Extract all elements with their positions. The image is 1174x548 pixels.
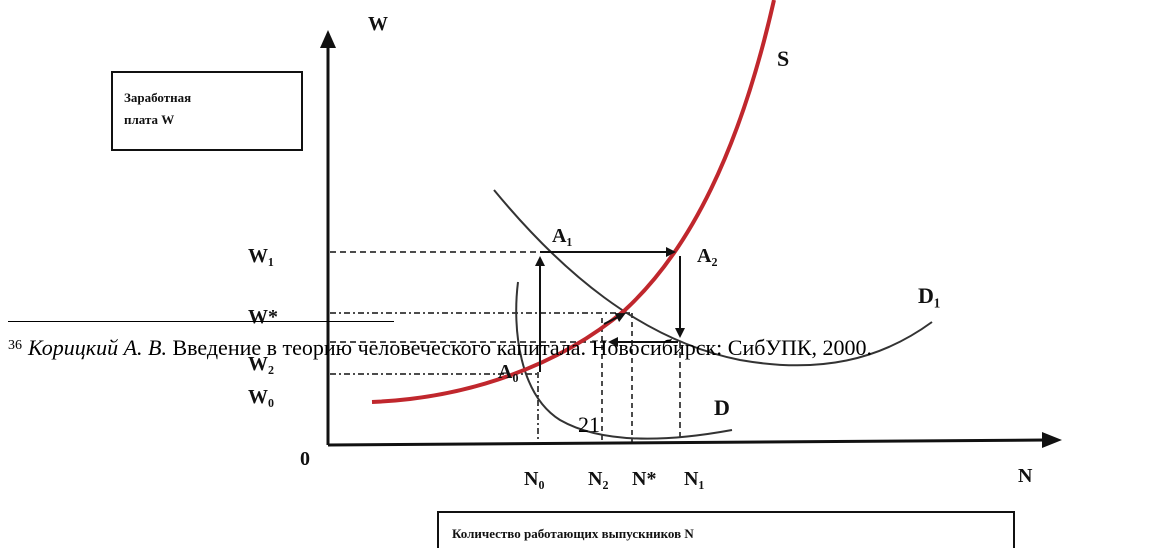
demand-label: D [714, 395, 730, 420]
wstar-label: W* [248, 306, 278, 328]
point-a1-label: A₁ [552, 225, 572, 247]
n1-label: N₁ [684, 468, 704, 490]
y-axis-symbol: W [368, 13, 388, 35]
n2-label: N₂ [588, 468, 608, 490]
y-box-line1: Заработная [124, 90, 191, 105]
origin-label: 0 [300, 448, 310, 470]
w0-label: W₀ [248, 386, 274, 408]
demand-curve-d1 [493, 189, 933, 367]
n0-label: N₀ [524, 468, 544, 490]
y-box-line2: плата W [124, 112, 174, 127]
x-axis-symbol: N [1018, 465, 1033, 487]
demand-shifted-label: D₁ [918, 283, 940, 308]
point-a0-label: A₀ [498, 361, 518, 383]
supply-curve-s [371, 0, 776, 404]
demand-curve-d [515, 281, 733, 440]
x-axis [327, 438, 1047, 447]
nstar-label: N* [632, 468, 656, 490]
x-axis-box [437, 511, 1015, 548]
w2-label: W₂ [248, 353, 274, 375]
arrow-to-equilibrium [603, 313, 626, 325]
footnote-author: Корицкий А. В. [28, 335, 167, 360]
y-axis-box [111, 71, 303, 151]
x-box-text: Количество работающих выпускников N [452, 526, 694, 541]
supply-label: S [777, 46, 789, 71]
w1-label: W₁ [248, 245, 274, 267]
footnote: 36 Корицкий А. В. Введение в теорию челов… [8, 332, 1164, 364]
footnote-separator [8, 321, 394, 322]
point-a2-label: A₂ [697, 245, 717, 267]
footnote-text: Введение в теорию человеческого капитала… [166, 335, 873, 360]
y-axis-arrowhead [320, 30, 336, 48]
x-axis-arrowhead [1042, 432, 1062, 448]
page-number: 21 [578, 412, 600, 437]
footnote-number: 36 [8, 338, 22, 353]
